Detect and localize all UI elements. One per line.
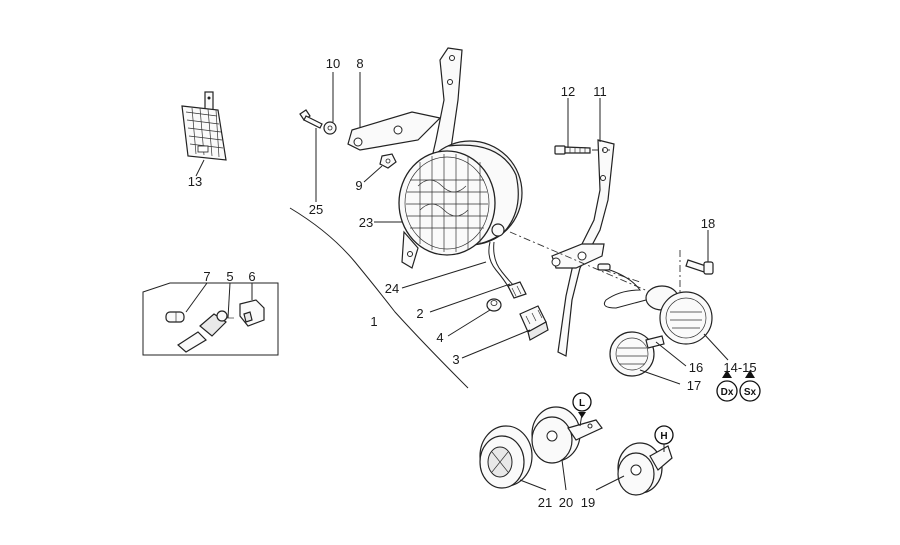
callout-1: 1: [370, 314, 377, 329]
horn-l-label: L: [579, 398, 585, 409]
indicator-bracket: [551, 139, 615, 357]
small-bulb: [165, 311, 185, 323]
callout-8: 8: [356, 56, 363, 71]
center-lines: [509, 149, 681, 300]
callout-labels: 10 8 12 11 13 9 25 18 23 7 5 6 24 2 1 4 …: [188, 56, 757, 510]
turn-indicator-rear: [597, 263, 713, 345]
callout-19: 19: [581, 495, 595, 510]
horn-l-marker: L: [572, 392, 592, 418]
sx-marker: Sx: [739, 370, 761, 402]
horn-h-marker: H: [654, 425, 674, 445]
callout-17: 17: [687, 378, 701, 393]
headlight: [398, 140, 523, 269]
callout-2: 2: [416, 306, 423, 321]
horn-19: [617, 442, 673, 496]
callout-3: 3: [452, 352, 459, 367]
callout-12: 12: [561, 84, 575, 99]
callout-9: 9: [355, 178, 362, 193]
dx-marker: Dx: [716, 370, 738, 402]
callout-7: 7: [203, 269, 210, 284]
frame-outline: [289, 207, 469, 389]
horn-h-label: H: [660, 431, 667, 442]
dx-label: Dx: [721, 387, 734, 398]
callout-16: 16: [689, 360, 703, 375]
callout-4: 4: [436, 330, 443, 345]
callout-11: 11: [593, 84, 607, 99]
wiring: [488, 241, 527, 299]
callout-6: 6: [248, 269, 255, 284]
callout-25: 25: [309, 202, 323, 217]
screw-18: [685, 259, 714, 275]
callout-24: 24: [385, 281, 399, 296]
sx-label: Sx: [744, 387, 757, 398]
callout-21: 21: [538, 495, 552, 510]
callout-13: 13: [188, 174, 202, 189]
screw: [299, 109, 323, 129]
washer: [323, 121, 337, 135]
callout-18: 18: [701, 216, 715, 231]
callout-10: 10: [326, 56, 340, 71]
nut-9: [379, 153, 397, 169]
leader-lines: [185, 72, 729, 491]
bulb-holder: [239, 299, 265, 327]
connector: [519, 305, 549, 341]
horn-20: [531, 406, 603, 464]
callout-5: 5: [226, 269, 233, 284]
grommet: [486, 298, 502, 312]
callout-20: 20: [559, 495, 573, 510]
headlamp-bulb: [177, 310, 234, 353]
bulb-kit-box: [142, 282, 279, 356]
reflector: [181, 91, 227, 161]
horn-21: [479, 425, 533, 489]
callout-14-15: 14-15: [723, 360, 756, 375]
bolt-12: [554, 145, 591, 155]
callout-23: 23: [359, 215, 373, 230]
